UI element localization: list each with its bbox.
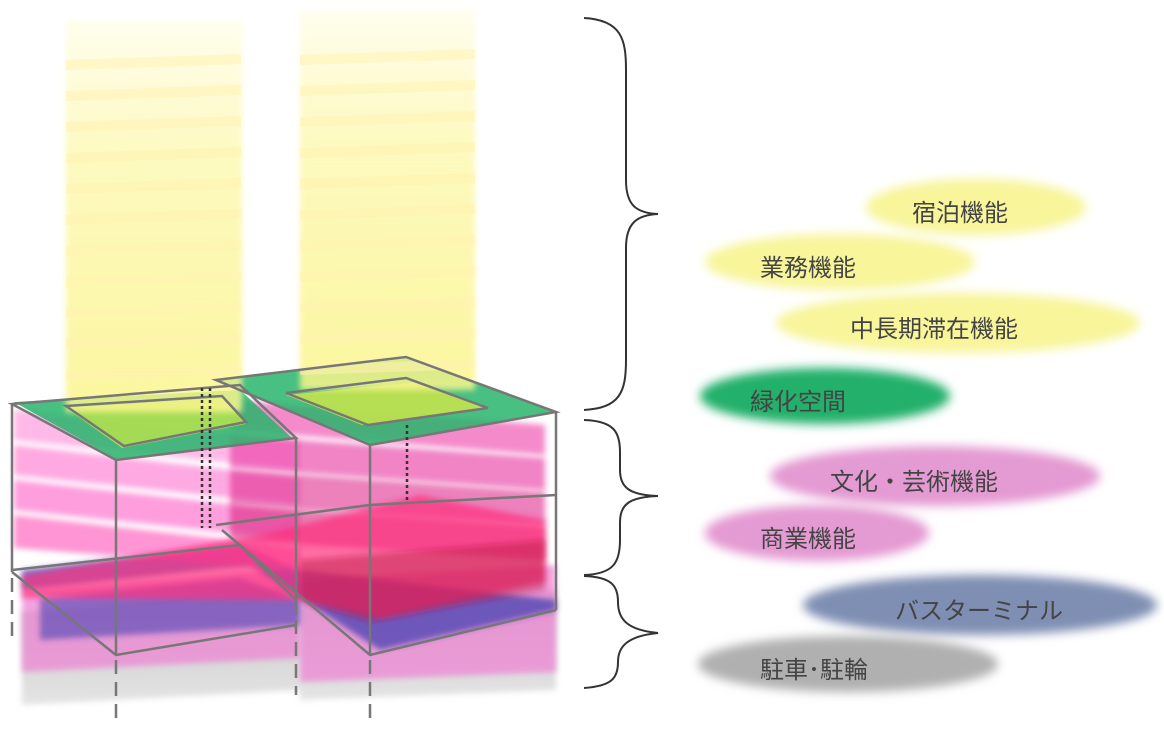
label-long-stay: 中長期滞在機能 — [850, 315, 1018, 343]
label-lodging: 宿泊機能 — [912, 199, 1008, 227]
label-business: 業務機能 — [760, 254, 856, 282]
label-culture-arts: 文化・芸術機能 — [830, 468, 998, 496]
tower-floor-band — [300, 266, 475, 282]
tower-floor-band — [66, 209, 241, 225]
tower-floor-band — [66, 147, 241, 163]
tower-floor-band — [300, 235, 475, 251]
tower-floor-band — [300, 359, 475, 375]
label-bubble — [803, 575, 1157, 635]
label-bus-terminal: バスターミナル — [895, 597, 1063, 625]
brace-lower — [583, 575, 659, 689]
tower-floor-band — [66, 271, 241, 287]
tower-floor-band — [66, 178, 241, 194]
tower-floor-band — [66, 85, 241, 101]
label-bubble — [705, 234, 975, 290]
tower-floor-band — [66, 333, 241, 349]
tower-floor-band — [300, 142, 475, 158]
label-bubble — [776, 293, 1140, 353]
tower-floor-band — [66, 240, 241, 256]
tower-floor-band — [66, 116, 241, 132]
label-bubble — [698, 636, 998, 692]
tower-floor-lines — [66, 49, 475, 380]
tower-right — [300, 10, 475, 390]
tower-floor-band — [66, 54, 241, 70]
label-bubble — [866, 179, 1086, 235]
label-green-space: 緑化空間 — [750, 388, 846, 416]
tower-floor-band — [300, 297, 475, 313]
core-dotted-lines — [200, 388, 409, 528]
tower-floor-band — [66, 302, 241, 318]
brace-upper — [583, 17, 659, 411]
label-parking: 駐車･駐輪 — [760, 656, 868, 684]
tower-floor-band — [300, 111, 475, 127]
foundation-dashed-lines — [10, 578, 372, 725]
label-bubble — [705, 505, 929, 561]
brace-middle — [583, 419, 659, 576]
tower-floor-band — [66, 364, 241, 380]
tower-floor-band — [300, 328, 475, 344]
tower-floor-band — [300, 173, 475, 189]
label-commercial: 商業機能 — [760, 525, 856, 553]
label-bubble — [700, 368, 950, 424]
label-bubble — [770, 446, 1100, 506]
tower-floor-band — [300, 80, 475, 96]
building-frame-lines — [7, 15, 561, 657]
tower-floor-band — [300, 49, 475, 65]
tower-floor-band — [300, 204, 475, 220]
label-bubbles — [698, 179, 1157, 692]
